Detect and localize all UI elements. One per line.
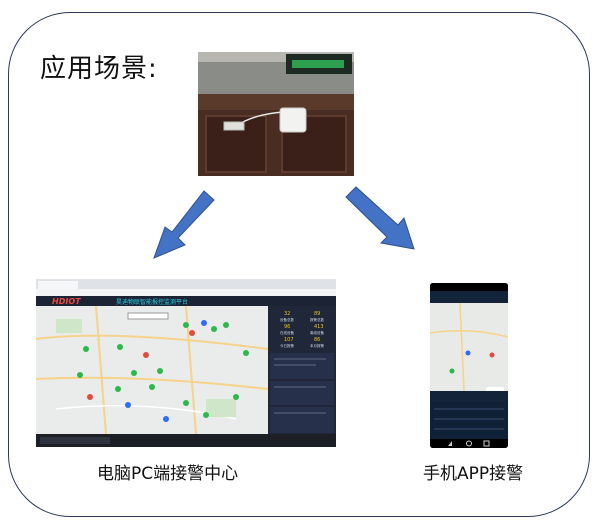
stat-value: 32 (284, 311, 290, 317)
stat-label: 离线设备 (310, 330, 324, 335)
device-photo-drawing (198, 52, 354, 176)
map-pin (77, 372, 83, 378)
mobile-app-drawing (430, 283, 508, 448)
arrow-to-app (345, 186, 415, 250)
pc-dashboard-screenshot: HDIOT 昊迪物联智能报控监测平台 (36, 279, 336, 447)
map-pin (189, 330, 195, 336)
map-alarm-pins (77, 320, 249, 422)
map-pin (157, 368, 163, 374)
stat-value: 413 (314, 324, 324, 330)
pc-caption: 电脑PC端接警中心 (97, 464, 239, 484)
stat-label: 在线设备 (280, 330, 294, 335)
pc-header-title: 昊迪物联智能报控监测平台 (116, 298, 188, 306)
stat-value: 89 (314, 311, 320, 317)
map-pin (201, 320, 207, 326)
map-pin (149, 384, 155, 390)
scene-frame (8, 12, 590, 517)
map-pin (183, 400, 189, 406)
pc-stat-grid: 32 设备总数 89 报警总数 96 在线设备 413 离线设备 107 今日报… (280, 311, 324, 348)
map-pin (83, 346, 89, 352)
map-pin (163, 416, 169, 422)
app-caption: 手机APP接警 (423, 464, 524, 484)
mobile-app-screenshot (430, 283, 508, 448)
map-pin (115, 386, 121, 392)
arrow-to-pc (153, 190, 215, 259)
stat-label: 今日报警 (280, 343, 294, 348)
map-pin (87, 394, 93, 400)
map-pin (233, 394, 239, 400)
stat-value: 107 (284, 337, 294, 343)
slide-title: 应用场景: (40, 54, 158, 84)
stat-value: 96 (284, 324, 290, 330)
map-pin (143, 352, 149, 358)
pc-dashboard-drawing: HDIOT 昊迪物联智能报控监测平台 (36, 279, 336, 447)
stat-label: 本月报警 (310, 343, 324, 348)
pc-brand-logo: HDIOT (52, 297, 81, 306)
map-pin (211, 326, 217, 332)
map-pin (203, 412, 209, 418)
map-pin (131, 370, 137, 376)
stat-value: 86 (314, 337, 320, 343)
stat-label: 报警总数 (310, 317, 324, 322)
map-pin (125, 402, 131, 408)
map-pin (223, 322, 229, 328)
map-pin (183, 322, 189, 328)
map-pin (243, 350, 249, 356)
stat-label: 设备总数 (280, 317, 294, 322)
map-pin (117, 344, 123, 350)
device-photo (198, 52, 354, 176)
